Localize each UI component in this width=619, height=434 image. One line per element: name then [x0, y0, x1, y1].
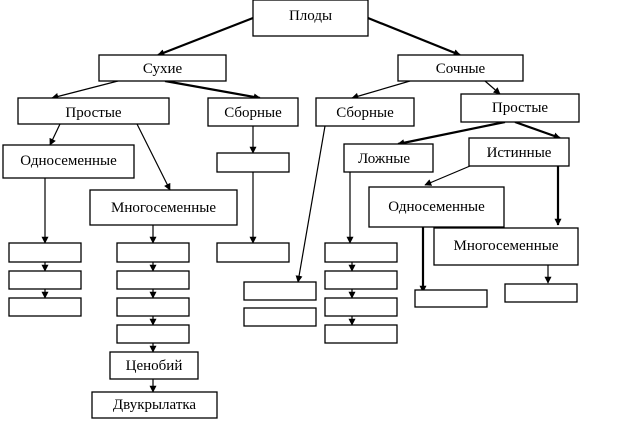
- node-cenobium-label: Ценобий: [126, 358, 183, 374]
- edge-jsimple-false: [397, 120, 506, 147]
- empty-box: [8, 270, 82, 290]
- edge-jsimple-true: [514, 120, 561, 140]
- node-root: Плоды: [252, 0, 369, 37]
- empty-box: [8, 297, 82, 317]
- node-dry-one-seed: Односеменные: [2, 144, 135, 179]
- node-false-fruit: Ложные: [343, 143, 434, 173]
- empty-box: [116, 324, 190, 344]
- node-juicy-simple-label: Простые: [492, 100, 548, 116]
- node-juicy-label: Сочные: [436, 61, 486, 77]
- node-juicy-many-seed: Многосеменные: [433, 227, 579, 266]
- node-juicy-compound-label: Сборные: [336, 105, 394, 121]
- node-bialate: Двукрылатка: [91, 391, 218, 419]
- node-root-label: Плоды: [289, 8, 332, 24]
- empty-box: [324, 297, 398, 317]
- node-dry-label: Сухие: [143, 61, 183, 77]
- empty-box: [324, 324, 398, 344]
- node-dry-compound-label: Сборные: [224, 105, 282, 121]
- node-juicy: Сочные: [397, 54, 524, 82]
- node-juicy-simple: Простые: [460, 93, 580, 123]
- edge-dry-compound: [164, 79, 261, 101]
- empty-box: [8, 242, 82, 263]
- empty-box: [504, 283, 578, 303]
- edge-root-juicy: [367, 16, 461, 57]
- node-dry: Сухие: [98, 54, 227, 82]
- node-juicy-compound: Сборные: [315, 97, 415, 127]
- empty-box: [116, 242, 190, 263]
- edge-root-dry: [157, 16, 254, 57]
- empty-box: [243, 281, 317, 301]
- empty-box: [414, 289, 488, 308]
- edge-juicy-compound: [351, 80, 411, 100]
- node-juicy-one-seed-label: Односеменные: [388, 199, 485, 215]
- edges: [41, 16, 562, 393]
- node-dry-many-seed-label: Многосеменные: [111, 200, 216, 216]
- empty-box: [216, 242, 290, 263]
- edge-dsimple-manyseed: [136, 123, 171, 191]
- empty-box: [116, 270, 190, 290]
- node-true-fruit: Истинные: [468, 137, 570, 167]
- empty-box: [216, 152, 290, 173]
- edge-juicy-simple: [484, 80, 501, 95]
- node-juicy-one-seed: Односеменные: [368, 186, 505, 228]
- empty-box: [243, 307, 317, 327]
- empty-box: [116, 297, 190, 317]
- node-dry-simple: Простые: [17, 97, 170, 125]
- edge-jcompound-down: [295, 125, 326, 283]
- node-juicy-many-seed-label: Многосеменные: [454, 238, 559, 254]
- node-dry-compound: Сборные: [207, 97, 299, 127]
- node-false-fruit-label: Ложные: [358, 151, 410, 167]
- edge-dry-simple: [51, 80, 119, 100]
- node-dry-one-seed-label: Односеменные: [20, 153, 117, 169]
- node-true-fruit-label: Истинные: [487, 145, 552, 161]
- empty-box: [324, 270, 398, 290]
- node-cenobium: Ценобий: [109, 351, 199, 380]
- empty-boxes: [8, 152, 578, 344]
- edge-true-oneseed: [424, 165, 471, 186]
- node-bialate-label: Двукрылатка: [113, 397, 197, 413]
- edge-dsimple-oneseed: [49, 123, 61, 146]
- node-dry-many-seed: Многосеменные: [89, 189, 238, 226]
- empty-box: [324, 242, 398, 263]
- node-dry-simple-label: Простые: [65, 105, 121, 121]
